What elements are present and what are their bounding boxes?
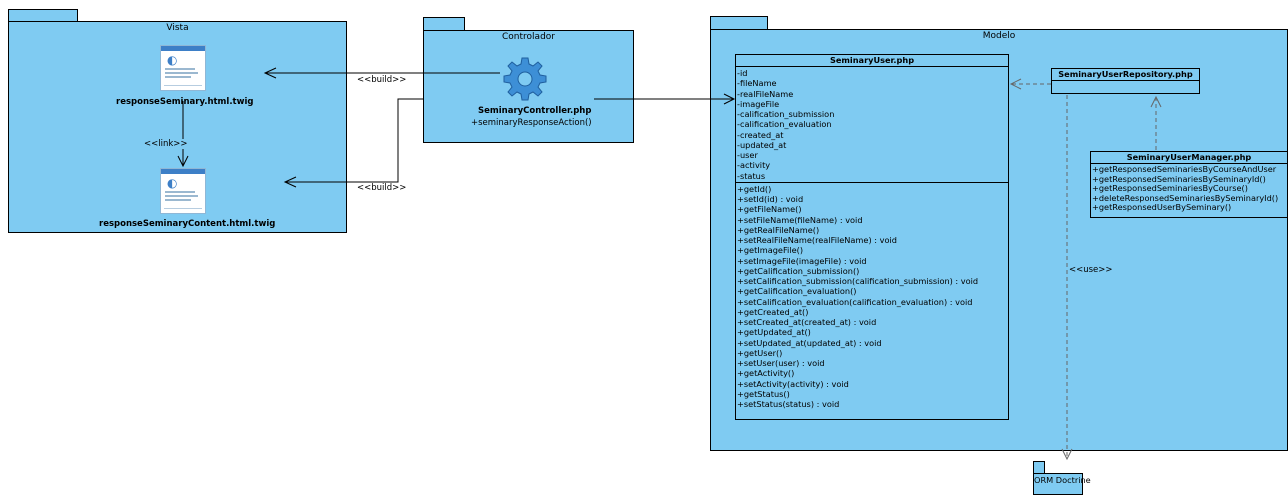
seminary-controller-name: SeminaryController.php [478,106,592,116]
response-seminary-page-label: responseSeminary.html.twig [116,97,254,107]
class-operation: +getResponsedUserBySeminary() [1092,202,1232,213]
class-attribute: -id [737,68,748,78]
class-operation: +getFileName() [737,204,802,215]
class-operation: +setUpdated_at(updated_at) : void [737,337,882,348]
build-label-1: <<build>> [357,75,407,85]
class-operation: +getStatus() [737,388,790,399]
class-operation: +setImageFile(imageFile) : void [737,255,867,266]
class-operation: +deleteResponsedSeminariesBySeminaryId() [1092,192,1279,203]
class-operation: +getId() [737,183,772,194]
web-page-icon: ◐ [160,45,206,91]
class-operation: +setRealFileName(realFileName) : void [737,235,897,245]
web-page-icon: ◐ [160,168,206,214]
class-operation: +setCalification_evaluation(calification… [737,296,973,307]
class-attribute: -created_at [737,129,784,140]
class-attribute: -imageFile [737,98,780,109]
link-label: <<link>> [144,139,188,149]
class-attribute: -realFileName [737,88,794,99]
seminary-user-repository-class: SeminaryUserRepository.php [1051,68,1200,94]
class-attribute: -activity [737,160,771,171]
response-seminary-content-page-label: responseSeminaryContent.html.twig [99,219,276,229]
manager-class-title: SeminaryUserManager.php [1091,152,1287,164]
class-operation: +getResponsedSeminariesByCourseAndUser [1092,164,1277,174]
seminary-user-class: SeminaryUser.php -id-fileName-realFileNa… [735,54,1009,420]
seminary-user-manager-class: SeminaryUserManager.php +getResponsedSem… [1090,151,1288,218]
class-operation: +getResponsedSeminariesBySeminaryId() [1092,173,1266,184]
class-operation: +setStatus(status) : void [737,399,840,409]
gear-icon [501,55,549,103]
class-operation: +getActivity() [737,368,795,379]
build-label-2: <<build>> [357,183,407,193]
class-attribute: -updated_at [737,139,787,150]
class-attribute: -calification_submission [737,109,835,119]
class-operation: +setUser(user) : void [737,358,825,368]
class-operation: +getUser() [737,347,783,358]
build-arrow-page2 [286,98,423,183]
use-label: <<use>> [1069,265,1113,275]
class-operation: +setId(id) : void [737,194,804,204]
class-operation: +getUpdated_at() [737,327,811,338]
class-operation: +setCreated_at(created_at) : void [737,317,877,327]
class-operation: +setActivity(activity) : void [737,378,849,389]
class-operation: +getRealFileName() [737,224,820,235]
class-operation: +getCalification_evaluation() [737,286,857,297]
class-operation: +setCalification_submission(calification… [737,276,979,286]
class-attribute: -calification_evaluation [737,119,832,130]
seminary-user-attributes: -id-fileName-realFileName-imageFile-cali… [736,67,1008,183]
orm-package-name: ORM Doctrine [1034,475,1091,485]
modelo-package-name: Modelo [982,31,1016,41]
class-attribute: -user [737,150,758,160]
class-operation: +getResponsedSeminariesByCourse() [1092,183,1248,194]
seminary-user-operations: +getId()+setId(id) : void+getFileName()+… [736,183,1008,411]
vista-package-name: Vista [166,23,189,33]
class-operation: +getCalification_submission() [737,265,860,276]
seminary-user-class-title: SeminaryUser.php [736,55,1008,67]
class-operation: +getCreated_at() [737,306,809,317]
controlador-package-name: Controlador [502,32,555,42]
class-operation: +setFileName(fileName) : void [737,214,863,225]
repository-class-title: SeminaryUserRepository.php [1052,69,1199,81]
class-attribute: -status [737,170,766,181]
class-operation: +getImageFile() [737,245,804,256]
seminary-response-action: +seminaryResponseAction() [471,118,592,128]
class-attribute: -fileName [737,78,777,89]
manager-operations: +getResponsedSeminariesByCourseAndUser+g… [1091,164,1287,214]
